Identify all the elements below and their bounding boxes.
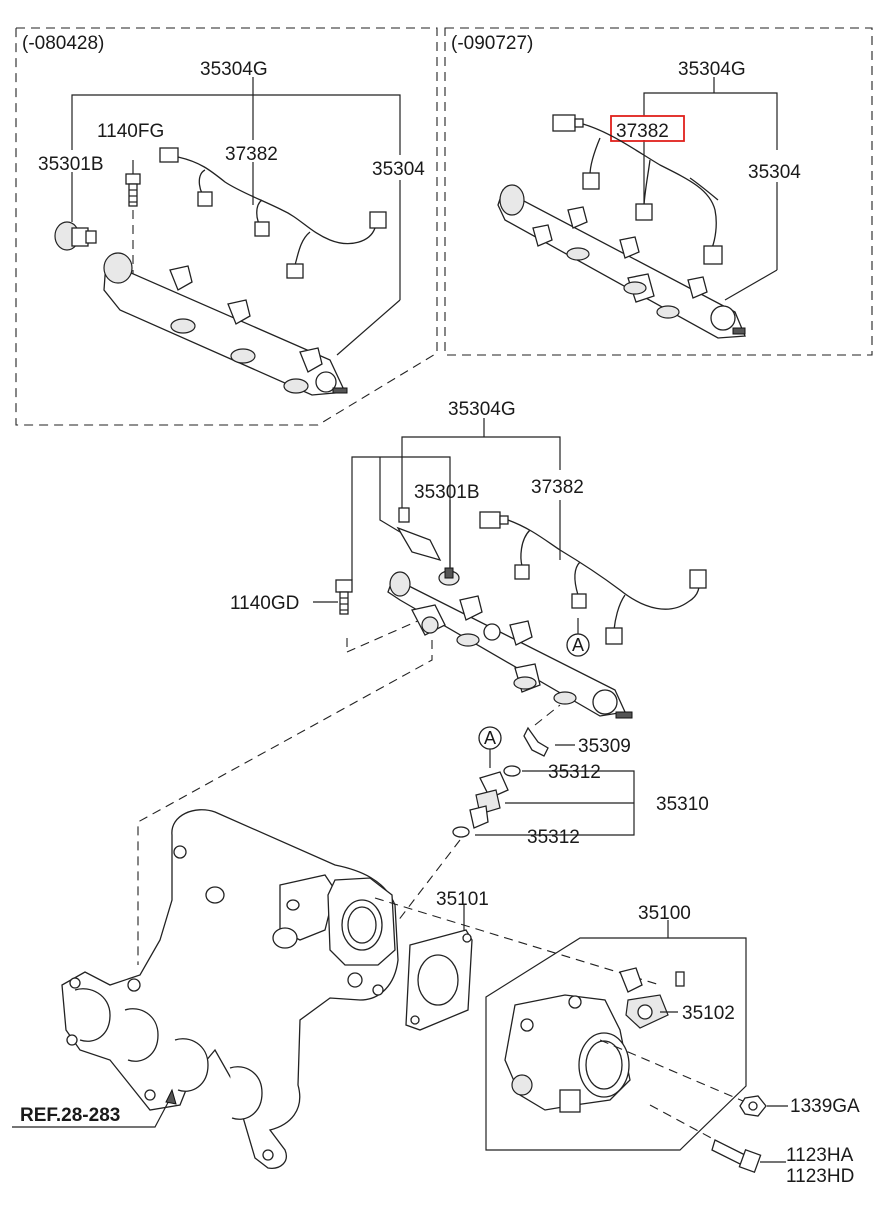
callout-a-lower-label: A [484, 728, 496, 748]
label-35312-top: 35312 [548, 762, 601, 783]
fuel-rail-right [497, 184, 746, 339]
label-35304g-mid: 35304G [448, 399, 516, 420]
label-35312-bottom: 35312 [527, 827, 580, 848]
label-35102: 35102 [682, 1003, 735, 1024]
harness-37382-mid [479, 511, 707, 645]
label-35304g-right: 35304G [678, 59, 746, 80]
label-35304g-left: 35304G [200, 59, 268, 80]
label-35301b-mid: 35301B [414, 482, 480, 503]
middle-assembly: A A 35304G 35301B 37382 1140GD 35309 353… [230, 399, 709, 961]
right-variant-box: (-090727) [444, 27, 873, 356]
label-37382-right: 37382 [616, 121, 669, 142]
label-35101: 35101 [436, 889, 489, 910]
label-35304-left: 35304 [372, 159, 425, 180]
ref-callout [12, 1088, 177, 1128]
nut-1339ga [739, 1095, 788, 1117]
callout-a-top-label: A [572, 635, 584, 655]
label-1339ga: 1339GA [790, 1096, 860, 1117]
throttle-body-35100 [485, 920, 751, 1151]
damper-35301b [54, 221, 97, 251]
bolt-1140fg [125, 173, 141, 207]
left-variant-box: (-080428) [15, 27, 438, 426]
label-1123ha: 1123HA [786, 1145, 854, 1166]
label-1123hd: 1123HD [786, 1166, 854, 1187]
label-35309: 35309 [578, 736, 631, 757]
right-variant-label: (-090727) [451, 33, 533, 54]
label-35304-right: 35304 [748, 162, 801, 183]
label-35100: 35100 [638, 903, 691, 924]
label-37382-left: 37382 [225, 144, 278, 165]
clip-35309 [523, 704, 575, 757]
label-1140fg: 1140FG [97, 121, 164, 142]
intake-manifold [61, 640, 433, 1169]
injector-35310 [367, 765, 635, 961]
bolt-1140gd [335, 579, 353, 615]
fuel-rail-left [103, 252, 348, 396]
damper-35301b-mid [396, 507, 460, 586]
label-37382-mid: 37382 [531, 477, 584, 498]
bolt-1123ha-hd [649, 1104, 786, 1174]
highlight-box-37382 [610, 115, 685, 142]
fuel-rail-mid [387, 571, 633, 719]
label-35310: 35310 [656, 794, 709, 815]
harness-37382-right [552, 114, 723, 265]
label-ref-28-283: REF.28-283 [20, 1105, 120, 1126]
gasket-35101 [405, 905, 473, 1031]
label-35301b-left: 35301B [38, 154, 104, 175]
left-variant-label: (-080428) [22, 33, 104, 54]
harness-37382-left [159, 147, 387, 279]
label-1140gd: 1140GD [230, 593, 299, 614]
